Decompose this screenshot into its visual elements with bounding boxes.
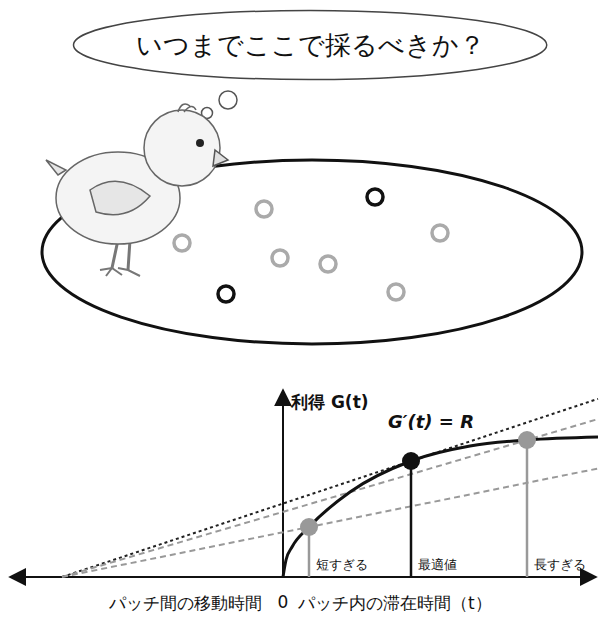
chick	[46, 104, 228, 276]
patch-ellipse	[42, 160, 582, 344]
tangent-point	[402, 452, 420, 470]
axis-label: 利得 G(t)	[291, 391, 369, 414]
point-label: 長すぎる	[534, 556, 586, 574]
food-items	[174, 189, 448, 302]
gain-curve	[283, 437, 598, 577]
axis-label: パッチ内の滞在時間（t）	[298, 592, 492, 615]
tangent-line	[62, 419, 598, 577]
axis-origin: 0	[278, 592, 289, 612]
drop-line	[410, 461, 413, 577]
tangent-condition: G′(t) = R	[388, 411, 474, 432]
tangent-line	[62, 399, 598, 577]
graph	[62, 399, 598, 577]
tangent-point	[518, 431, 536, 449]
axis-label: パッチ間の移動時間	[109, 592, 262, 615]
drop-line	[526, 440, 529, 577]
point-label: 最適値	[418, 556, 457, 574]
graph-axes	[10, 390, 596, 577]
thought-bubble: いつまでここで採るべきか？	[72, 9, 548, 81]
thought-dot	[219, 91, 237, 109]
tangent-line	[62, 468, 598, 577]
tangent-point	[300, 518, 318, 536]
question-text: いつまでここで採るべきか？	[136, 28, 485, 63]
point-label: 短すぎる	[316, 556, 368, 574]
